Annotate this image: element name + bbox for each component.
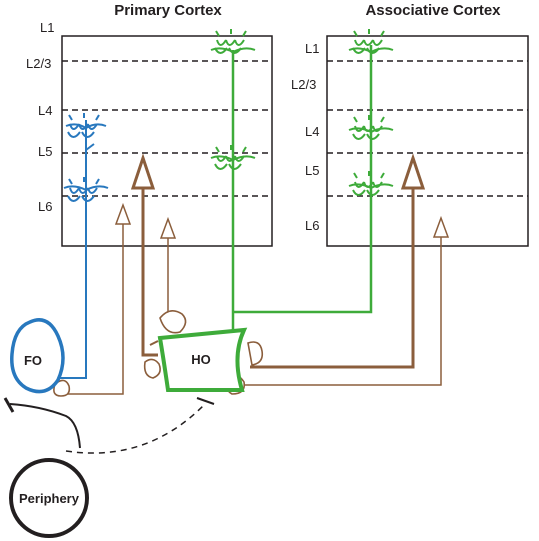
- assoc-layer-l4: L4: [305, 124, 319, 139]
- ho-terminal-assoc-l5: [352, 170, 385, 196]
- assoc-layer-l6: L6: [305, 218, 319, 233]
- assoc-l6-projection: [244, 215, 450, 386]
- ho-label: HO: [191, 352, 211, 367]
- assoc-l5-projection: [250, 153, 426, 369]
- fo-label: FO: [24, 353, 42, 368]
- periphery-input: [3, 397, 215, 454]
- assoc-layer-l23: L2/3: [291, 77, 316, 92]
- primary-layer-l1: L1: [40, 20, 54, 35]
- primary-l6-projection: [66, 202, 132, 395]
- periphery-label: Periphery: [19, 491, 80, 506]
- ho-nucleus: HO: [157, 327, 248, 392]
- assoc-layer-l5: L5: [305, 163, 319, 178]
- primary-l6-ho-projection: [159, 216, 177, 315]
- primary-layer-l6: L6: [38, 199, 52, 214]
- associative-cortex-title: Associative Cortex: [365, 2, 501, 19]
- assoc-layer-l1: L1: [305, 41, 319, 56]
- primary-l5-projection: [130, 153, 159, 370]
- primary-layer-l23: L2/3: [26, 56, 51, 71]
- associative-cortex-box: [326, 35, 529, 247]
- primary-layer-l4: L4: [38, 103, 52, 118]
- ho-terminal-assoc-l4: [352, 114, 385, 140]
- fo-nucleus: FO: [10, 318, 65, 394]
- primary-layer-l5: L5: [38, 144, 52, 159]
- primary-cortex-title: Primary Cortex: [114, 2, 222, 19]
- periphery-node: Periphery: [9, 458, 89, 538]
- fo-axon: [60, 120, 109, 379]
- primary-cortex-box: [61, 35, 273, 247]
